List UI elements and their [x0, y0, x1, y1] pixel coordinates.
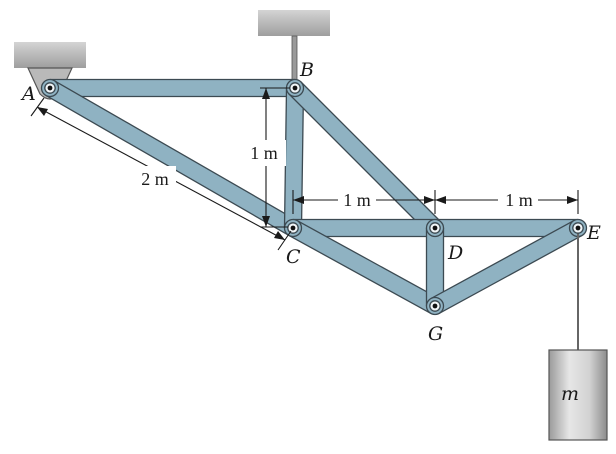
member-bc: [283, 87, 305, 229]
truss-members: [40, 78, 588, 316]
dimension-horizontal-de: 1 m: [435, 189, 579, 214]
pin-center-d: [432, 225, 438, 231]
ceiling-support-a: [14, 42, 86, 68]
dimension-diagonal-ac: 2 m: [30, 97, 292, 251]
pin-center-e: [575, 225, 581, 231]
dim-ac-label: 2 m: [141, 169, 169, 189]
joint-label-d: D: [447, 242, 463, 264]
pin-center-g: [432, 303, 438, 309]
truss-pins: [44, 82, 584, 312]
joint-label-g: G: [428, 323, 443, 345]
joint-label-e: E: [586, 222, 601, 244]
pin-center-b: [292, 85, 298, 91]
mass-label: m: [561, 383, 579, 405]
pin-center-c: [290, 225, 296, 231]
member-bd: [288, 81, 442, 235]
joint-label-a: A: [20, 83, 36, 105]
joint-label-c: C: [286, 246, 301, 268]
dim-de-label: 1 m: [505, 190, 533, 210]
dimension-vertical-bc: 1 m: [242, 87, 290, 228]
dim-vertical-label: 1 m: [250, 143, 278, 163]
ceiling-support-b: [258, 10, 330, 36]
mass-block: m: [548, 349, 608, 441]
dim-cd-label: 1 m: [343, 190, 371, 210]
member-ab: [49, 78, 296, 98]
dimension-horizontal-cd: 1 m: [292, 189, 436, 214]
pin-center-a: [47, 85, 53, 91]
joint-label-b: B: [299, 59, 314, 81]
